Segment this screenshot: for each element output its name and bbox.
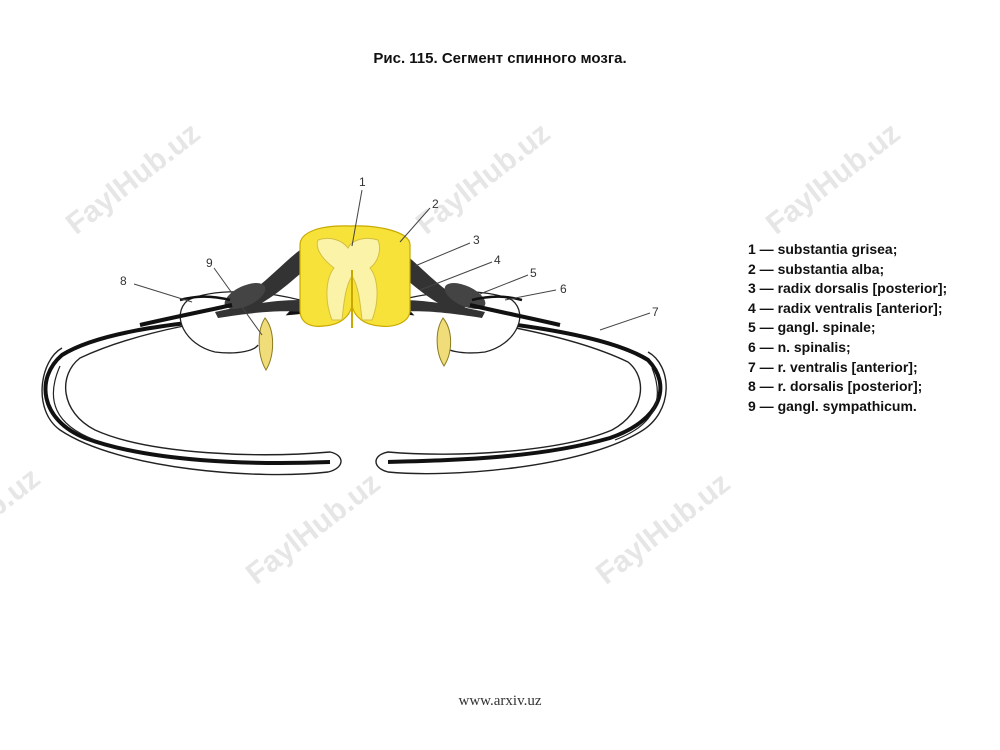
- legend-item-3: 3 — radix dorsalis [posterior];: [748, 280, 948, 297]
- callout-4: 4: [494, 253, 501, 267]
- legend-item-4: 4 — radix ventralis [anterior];: [748, 299, 943, 316]
- ventral-ramus-right: [387, 310, 663, 464]
- legend-item-5: 5 — gangl. spinale;: [748, 319, 876, 336]
- sympathetic-ganglion-left: [258, 317, 274, 371]
- legend-item-9: 9 — gangl. sympathicum.: [748, 397, 917, 414]
- legend-item-2: 2 — substantia alba;: [748, 260, 885, 277]
- spinal-ganglion-left: [224, 283, 266, 309]
- legend-item-8: 8 — r. dorsalis [posterior];: [748, 378, 923, 395]
- legend-item-6: 6 — n. spinalis;: [748, 338, 851, 355]
- callout-6: 6: [560, 282, 567, 296]
- footer-url: www.arxiv.uz: [458, 693, 542, 709]
- figure-title: Рис. 115. Сегмент спинного мозга.: [373, 50, 627, 67]
- legend-item-7: 7 — r. ventralis [anterior];: [748, 358, 918, 375]
- body-wall-left: [41, 309, 342, 476]
- callout-7: 7: [652, 305, 659, 319]
- sympathetic-ganglion-right: [436, 317, 452, 367]
- ventral-root-right: [398, 300, 485, 318]
- legend-item-1: 1 — substantia grisea;: [748, 241, 898, 257]
- callout-3: 3: [473, 233, 480, 247]
- ventral-root-left: [215, 300, 302, 318]
- callout-2: 2: [432, 197, 439, 211]
- callout-8: 8: [120, 274, 127, 288]
- spinal-nerve-right: [469, 303, 561, 327]
- inner-band-left: [52, 365, 96, 441]
- callout-1: 1: [359, 175, 366, 189]
- legend: 1 — substantia grisea; 2 — substantia al…: [748, 240, 947, 416]
- inner-band-right: [614, 367, 658, 441]
- gray-matter: [316, 237, 381, 321]
- callout-5: 5: [530, 266, 537, 280]
- callout-9: 9: [206, 256, 213, 270]
- ventral-ramus-left: [43, 310, 331, 465]
- spinal-nerve-left: [139, 303, 233, 327]
- spinal-ganglion-right: [444, 283, 486, 309]
- dorsal-branch-right: [471, 295, 523, 302]
- body-wall-right: [375, 311, 667, 475]
